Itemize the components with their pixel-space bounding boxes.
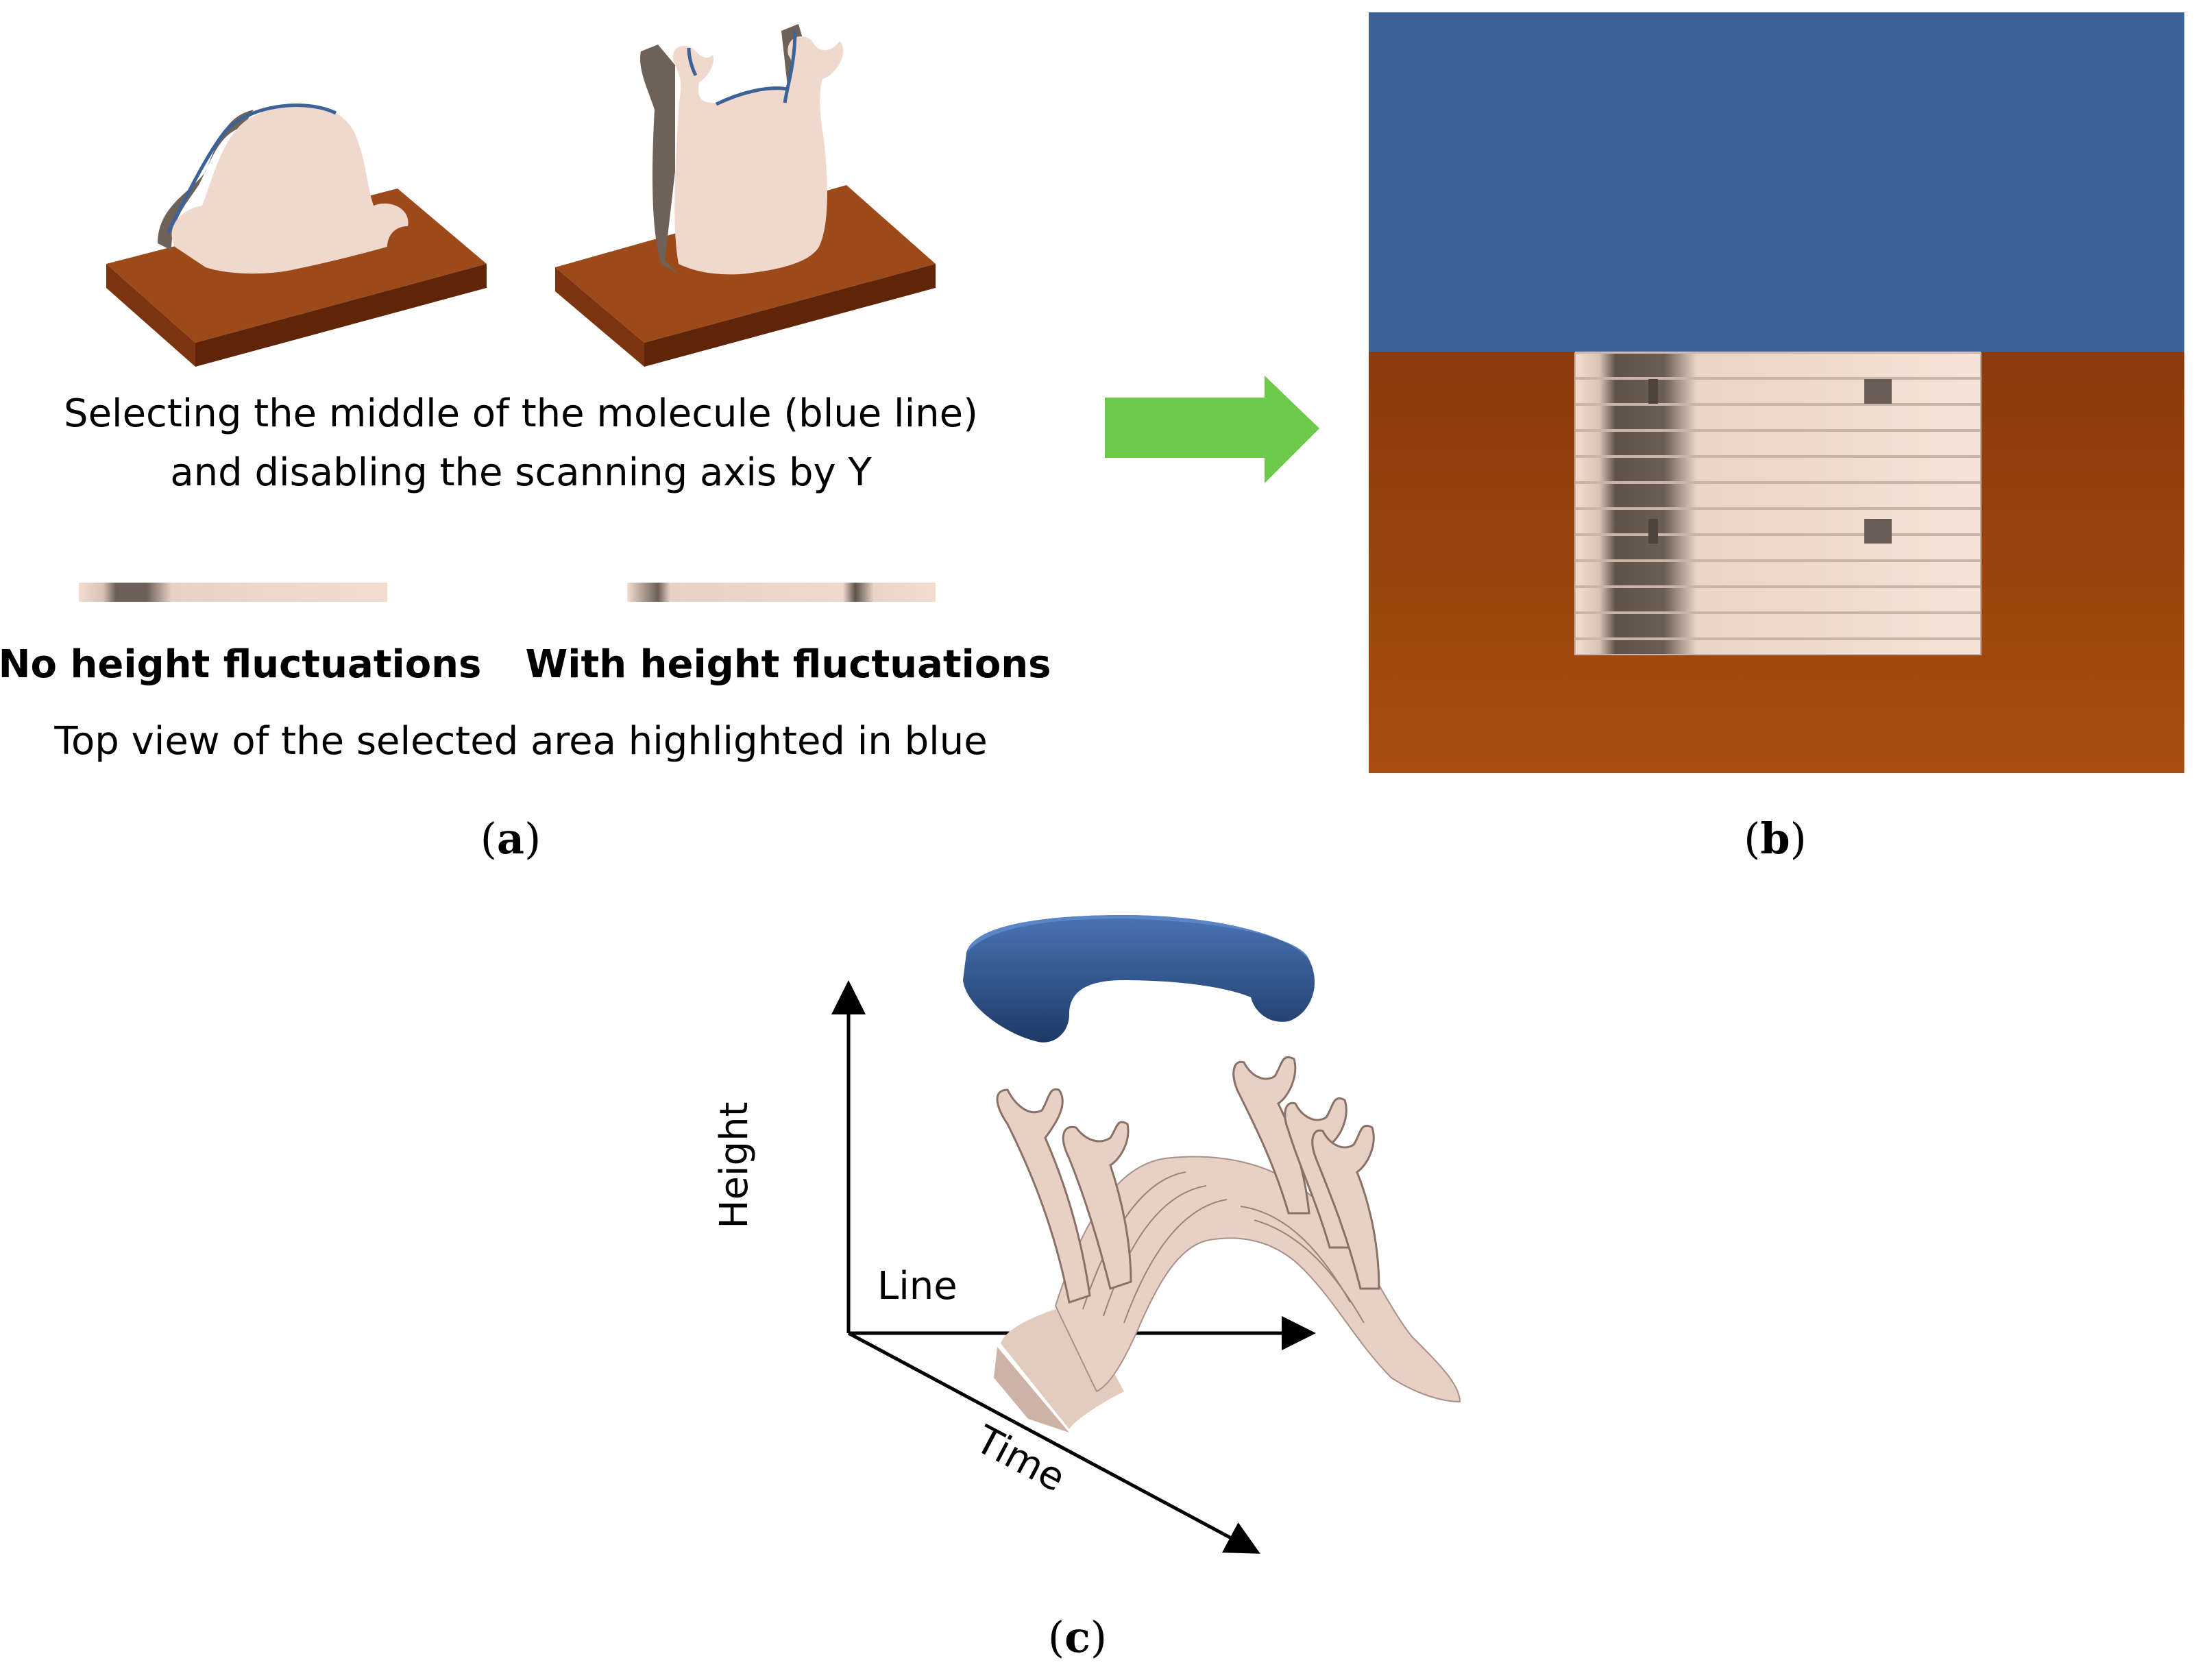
blue-line-2c bbox=[783, 30, 797, 104]
label-with-height-fluctuations: With height fluctuations bbox=[526, 642, 1051, 687]
probe-region bbox=[1369, 12, 2184, 352]
strip-with-fluctuation bbox=[627, 583, 936, 602]
time-axis bbox=[847, 1331, 1260, 1554]
axis-label-line: Line bbox=[877, 1264, 957, 1308]
caption-line2: and disabling the scanning axis by Y bbox=[170, 450, 872, 495]
label-no-height-fluctuations: No height fluctuations bbox=[0, 642, 481, 687]
kymograph-surface bbox=[994, 1056, 1461, 1433]
molecule-side-2 bbox=[640, 45, 679, 274]
blue-line-2b bbox=[715, 86, 789, 106]
substrate-front-1 bbox=[106, 264, 195, 367]
panel-b: (b) bbox=[1369, 12, 2184, 864]
substrate-front-2 bbox=[555, 267, 644, 367]
height-strips bbox=[1574, 352, 1981, 655]
panel-c: Height Line Time (c) bbox=[712, 915, 1461, 1662]
substrate-side-1 bbox=[195, 264, 487, 367]
panel-label-a: (a) bbox=[480, 814, 541, 864]
molecule-body-2 bbox=[672, 36, 844, 275]
substrate-side-2 bbox=[644, 264, 936, 367]
green-arrow bbox=[1105, 376, 1319, 483]
caption-line1: Selecting the middle of the molecule (bl… bbox=[64, 391, 978, 436]
panel-a: Selecting the middle of the molecule (bl… bbox=[0, 24, 1051, 864]
axis-label-time: Time bbox=[968, 1417, 1072, 1500]
strip-no-fluctuation bbox=[79, 583, 387, 602]
panel-label-b: (b) bbox=[1744, 814, 1807, 864]
blue-line-1 bbox=[166, 104, 337, 234]
molecule-model-lying bbox=[106, 104, 487, 367]
top-view-caption: Top view of the selected area highlighte… bbox=[53, 719, 987, 764]
blue-line-2a bbox=[687, 47, 698, 77]
axis-label-height: Height bbox=[712, 1101, 757, 1228]
probe-tip bbox=[963, 915, 1315, 1043]
molecule-body-1 bbox=[171, 104, 408, 274]
panel-label-c: (c) bbox=[1048, 1612, 1107, 1662]
molecule-model-standing bbox=[555, 24, 936, 367]
